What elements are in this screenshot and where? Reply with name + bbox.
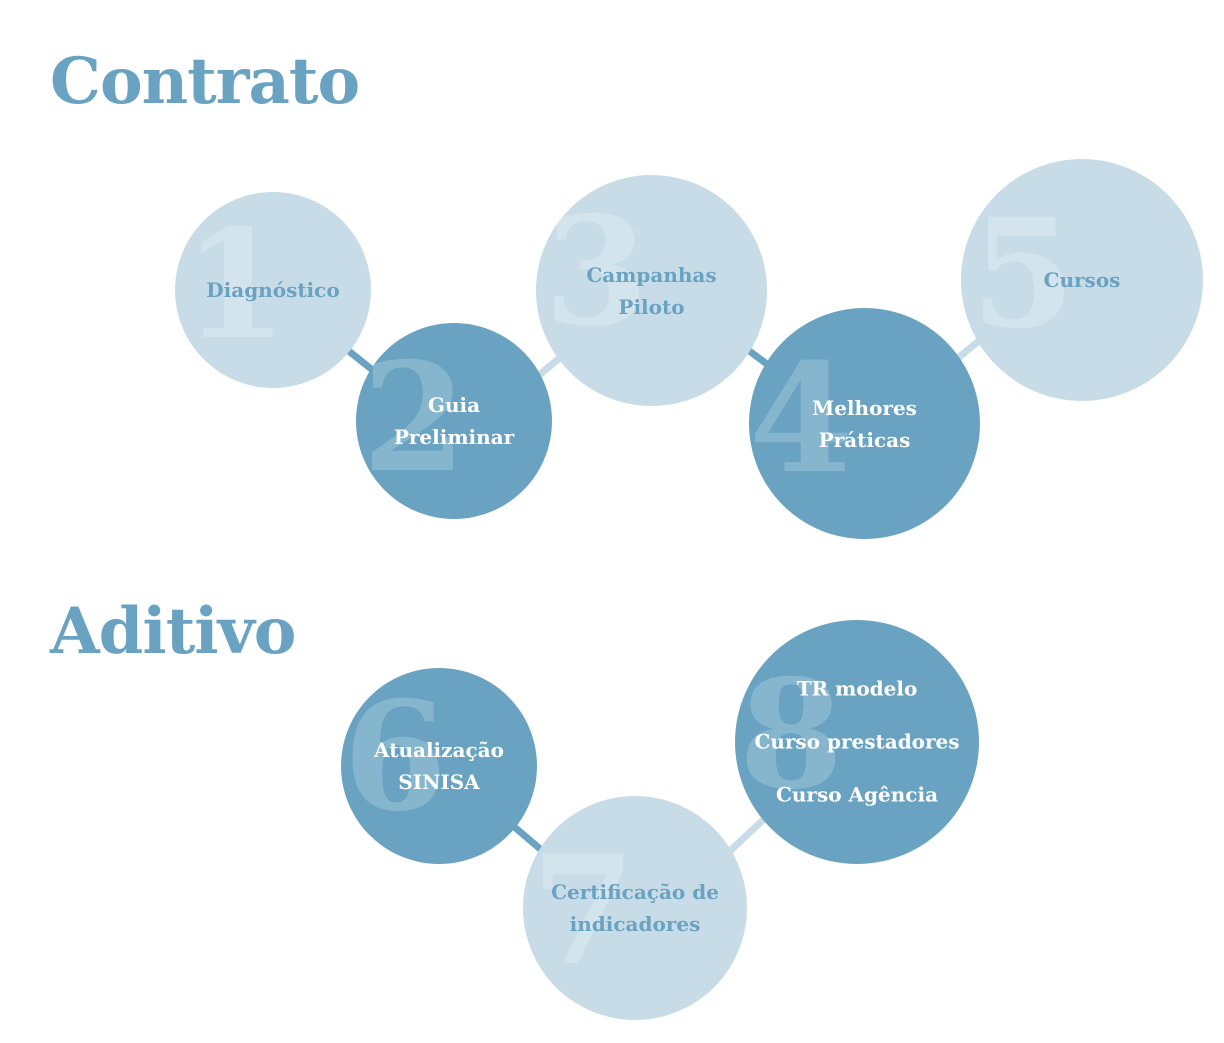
step-node-8: 8 TR modelo Curso prestadores Curso Agên… [735,620,979,864]
step-node-4: 4 Melhores Práticas [749,308,980,539]
step-label-7: Certificação de indicadores [551,880,719,936]
step-label-5: Cursos [1043,268,1121,292]
step-node-5: 5 Cursos [961,159,1203,401]
step-node-6: 6 Atualização SINISA [341,668,537,864]
step-label-4: Melhores Práticas [812,395,917,452]
step-label-2: Guia Preliminar [393,393,515,449]
connector-7-8 [727,815,768,854]
step-node-2: 2 Guia Preliminar [356,323,552,519]
section-title-aditivo: Aditivo [50,594,296,669]
step-label-1: Diagnóstico [206,278,340,302]
step-label-3: Campanhas Piloto [586,262,717,319]
step-label-6: Atualização SINISA [374,738,504,794]
step-node-1: 1 Diagnóstico [175,192,371,388]
step-node-7: 7 Certificação de indicadores [523,796,747,1020]
section-title-contrato: Contrato [50,44,360,119]
step-node-3: 3 Campanhas Piloto [536,175,767,406]
step-label-8: TR modelo Curso prestadores Curso Agênci… [754,676,960,807]
